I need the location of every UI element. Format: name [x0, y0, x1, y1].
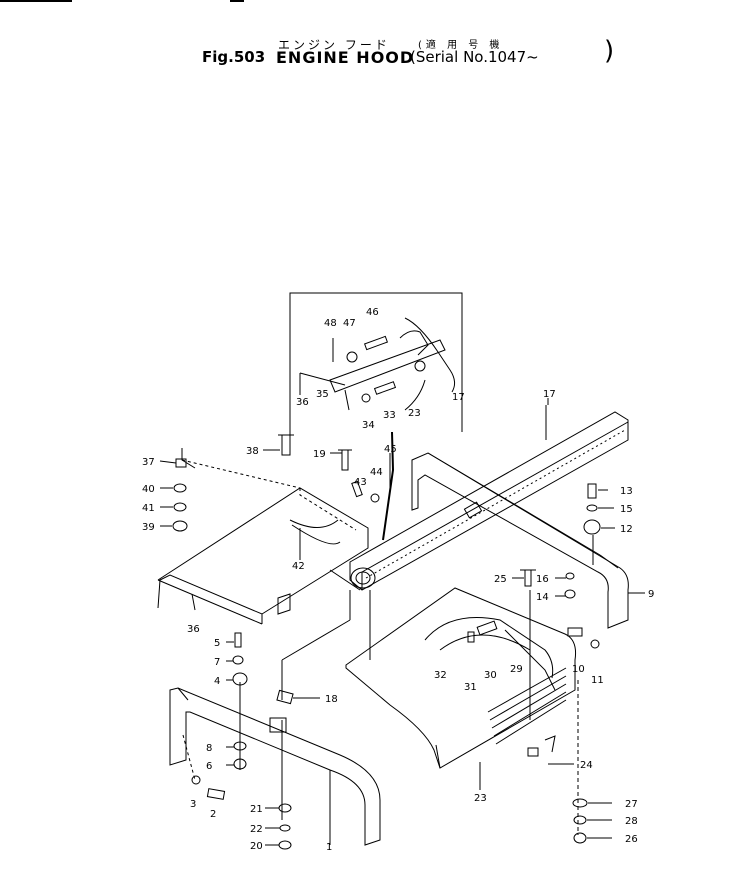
callout-8: 8 [206, 743, 212, 754]
callout-4: 4 [214, 676, 220, 687]
inset-pipe [329, 339, 446, 393]
callout-15: 15 [620, 504, 633, 515]
callout-47: 47 [343, 318, 356, 329]
callout-18: 18 [325, 694, 338, 705]
callout-13: 13 [620, 486, 633, 497]
callout-42: 42 [292, 561, 305, 572]
serial-bracket-close: ) [604, 36, 615, 66]
figure-title: ENGINE HOOD [276, 48, 415, 67]
callout-40: 40 [142, 484, 155, 495]
hardware [172, 434, 601, 850]
top-rail [349, 405, 629, 591]
callout-45: 45 [384, 444, 397, 455]
left-bottom-frame [169, 687, 381, 846]
top-rule-left [0, 0, 72, 2]
callout-36-inset: 36 [296, 397, 309, 408]
callout-36: 36 [187, 624, 200, 635]
callout-20: 20 [250, 841, 263, 852]
callout-30: 30 [484, 670, 497, 681]
callout-23: 23 [474, 793, 487, 804]
title-japanese: エンジン フード [278, 38, 390, 52]
callout-22: 22 [250, 824, 263, 835]
front-lower-cover [345, 587, 576, 769]
callout-26: 26 [625, 834, 638, 845]
serial-japanese: (適 用 号 機 [418, 40, 504, 51]
callout-46: 46 [366, 307, 379, 318]
callout-31: 31 [464, 682, 477, 693]
figure-header: エンジン フード (適 用 号 機 Fig.503 ENGINE HOOD (S… [0, 34, 743, 74]
callout-35: 35 [316, 389, 329, 400]
callout-7: 7 [214, 657, 220, 668]
callout-6: 6 [206, 761, 212, 772]
callout-19: 19 [313, 449, 326, 460]
callout-25: 25 [494, 574, 507, 585]
callout-17: 17 [543, 389, 556, 400]
callout-10: 10 [572, 664, 585, 675]
callout-28: 28 [625, 816, 638, 827]
callout-33: 33 [383, 410, 396, 421]
callout-29: 29 [510, 664, 523, 675]
callout-12: 12 [620, 524, 633, 535]
callout-1: 1 [326, 842, 332, 853]
callout-27: 27 [625, 799, 638, 810]
callout-44: 44 [370, 467, 383, 478]
serial-range: (Serial No.1047~ [410, 48, 539, 66]
callout-23-inset: 23 [408, 408, 421, 419]
inset-detail [289, 292, 463, 432]
callout-leaders [159, 398, 645, 846]
callout-37: 37 [142, 457, 155, 468]
callout-21: 21 [250, 804, 263, 815]
callout-32: 32 [434, 670, 447, 681]
callout-16: 16 [536, 574, 549, 585]
callout-34: 34 [362, 420, 375, 431]
callout-39: 39 [142, 522, 155, 533]
inset-cable [404, 317, 456, 393]
callout-11: 11 [591, 675, 604, 686]
callout-43: 43 [354, 477, 367, 488]
callout-38: 38 [246, 446, 259, 457]
callout-24: 24 [580, 760, 593, 771]
figure-number: Fig.503 [202, 48, 266, 66]
callout-17-inset: 17 [452, 392, 465, 403]
callout-41: 41 [142, 503, 155, 514]
inset-frame [289, 292, 463, 432]
callout-9: 9 [648, 589, 654, 600]
top-rule-mid [230, 0, 244, 2]
left-cover [157, 448, 369, 625]
right-side-panel [411, 452, 629, 629]
callout-48: 48 [324, 318, 337, 329]
callout-14: 14 [536, 592, 549, 603]
callout-5: 5 [214, 638, 220, 649]
callout-2: 2 [210, 809, 216, 820]
callout-3: 3 [190, 799, 196, 810]
